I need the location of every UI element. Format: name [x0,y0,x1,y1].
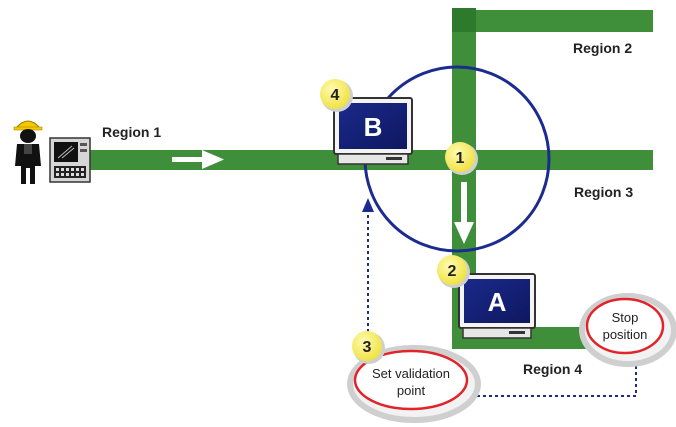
road-region-2 [452,10,653,32]
arrow-icon [454,182,474,244]
step-badge-1: 1 [445,142,478,175]
region-4-label: Region 4 [523,361,582,377]
terminal-b-label: B [364,112,383,142]
arrow-icon [362,198,374,212]
region-2-label: Region 2 [573,40,632,56]
computer-icon: A [458,273,536,339]
roads [90,8,653,349]
computer-icon: B [333,97,413,165]
svg-text:4: 4 [331,87,340,104]
svg-text:1: 1 [456,150,465,167]
stop-line-2: position [603,327,648,342]
stop-line-1: Stop [612,310,639,325]
svg-text:3: 3 [363,339,372,356]
step-badge-3: 3 [352,331,385,364]
validation-line-1: Set validation [372,366,450,381]
region-1-label: Region 1 [102,124,161,140]
operator-icon [13,120,43,184]
validation-point-callout: Set validation point [347,345,481,423]
terminal-a-label: A [488,287,507,317]
arrow-icon [172,150,224,169]
dotted-connectors [367,210,637,397]
region-3-label: Region 3 [574,184,633,200]
svg-text:2: 2 [448,263,457,280]
step-badge-2: 2 [437,255,470,288]
step-badge-4: 4 [320,79,353,112]
stop-to-validation-line [470,366,637,397]
stop-position-callout: Stop position [579,293,676,367]
terminal-panel-icon [49,137,91,183]
validation-line-2: point [397,383,426,398]
road-corner [452,8,476,32]
